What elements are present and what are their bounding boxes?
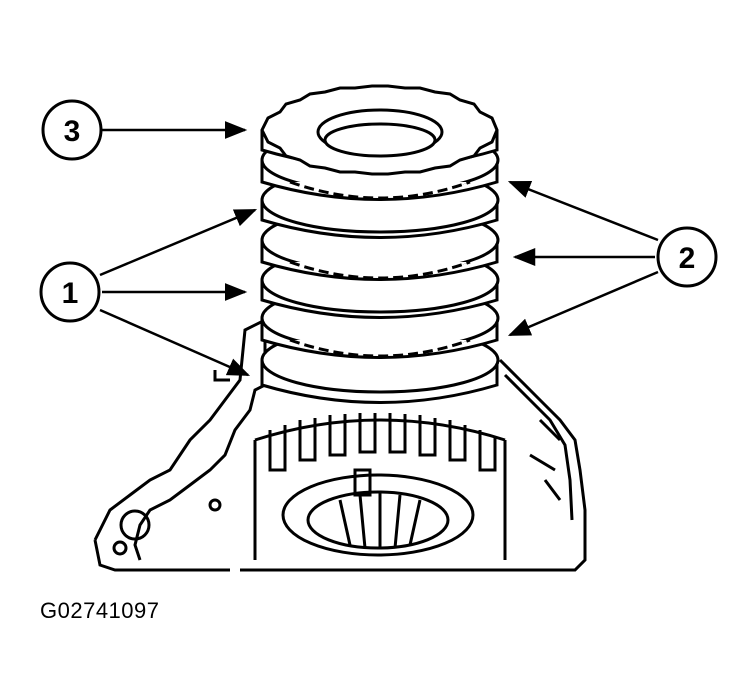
transmission-housing — [93, 317, 587, 572]
leader-1c — [99, 308, 251, 377]
callout-1-label: 1 — [62, 277, 79, 310]
callout-3: 3 — [41, 99, 103, 161]
figure-id: G02741097 — [40, 598, 160, 623]
callout-2-label: 2 — [679, 242, 696, 275]
callout-3-label: 3 — [64, 115, 81, 148]
callout-1: 1 — [39, 261, 101, 323]
leader-lines — [99, 121, 659, 377]
clutch-plate-stack — [260, 84, 500, 404]
leader-2a — [507, 180, 659, 242]
leader-1a — [99, 208, 258, 277]
leader-2c — [507, 270, 659, 337]
callout-2: 2 — [656, 226, 718, 288]
